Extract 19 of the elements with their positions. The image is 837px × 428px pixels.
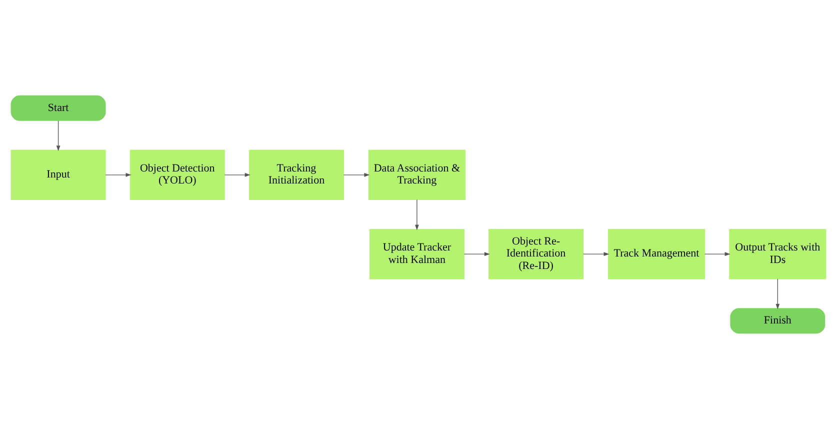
arrow [464, 252, 490, 256]
node-box: Tracking Initialization [248, 149, 344, 200]
node-box: Object Re-Identification (Re-ID) [488, 228, 584, 279]
arrow [343, 172, 370, 176]
node-box: Output Tracks with IDs [729, 228, 826, 279]
node-box: Object Detection (YOLO) [130, 149, 225, 200]
node-box: Start [10, 94, 106, 120]
arrow [56, 120, 60, 151]
arrow [105, 172, 132, 176]
arrow [224, 172, 250, 176]
arrow [415, 198, 419, 230]
arrow [776, 278, 780, 309]
arrow [583, 252, 610, 256]
arrow [704, 252, 730, 256]
node-box: Track Management [608, 228, 706, 279]
node-box: Data Association & Tracking [368, 149, 466, 200]
node-box: Finish [730, 308, 826, 334]
node-box: Update Tracker with Kalman [369, 228, 464, 279]
node-box: Input [10, 149, 106, 200]
